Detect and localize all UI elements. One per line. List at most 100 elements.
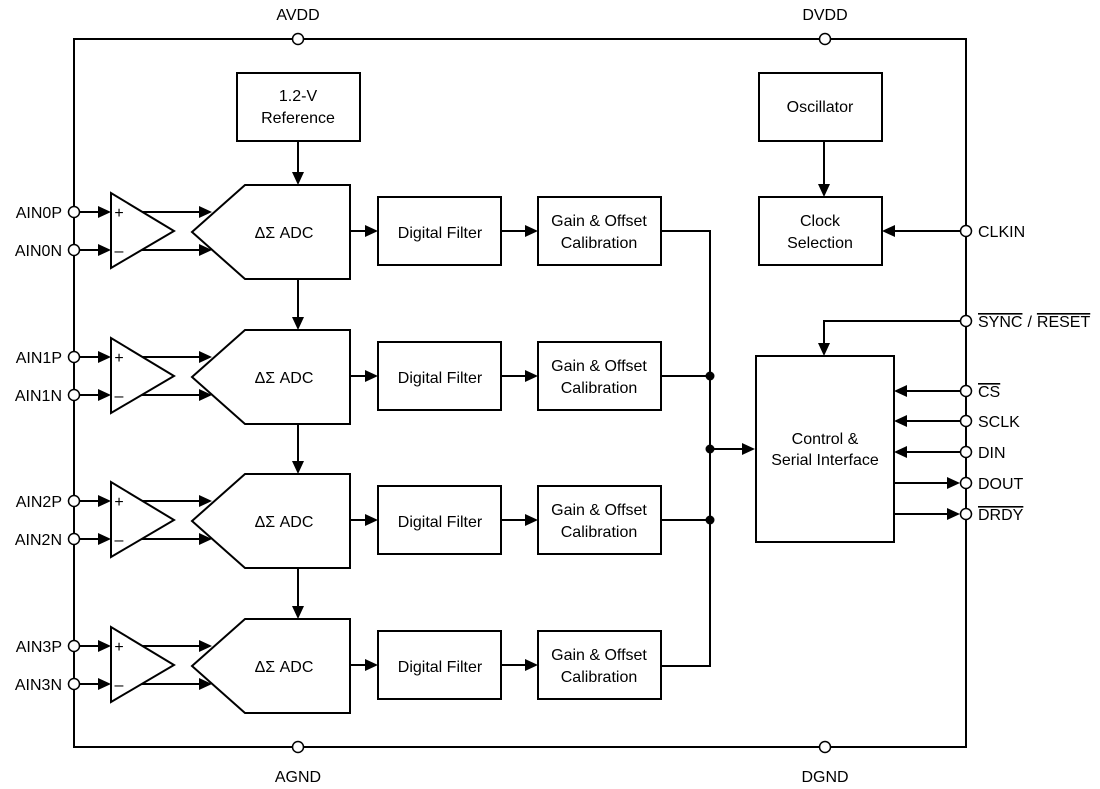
arrowhead [882, 225, 895, 237]
adc3-label: ΔΣ ADC [255, 659, 314, 676]
arrowhead [98, 640, 111, 652]
arrowhead [98, 533, 111, 545]
ain1n-label: AIN1N [15, 388, 62, 405]
arrowhead [199, 389, 212, 401]
channel-1: AIN1P AIN1N + – ΔΣ ADC Digital Filter Ga… [15, 329, 662, 425]
agnd-label: AGND [275, 769, 321, 786]
channel-2: AIN2P AIN2N + – ΔΣ ADC Digital Filter Ga… [15, 473, 662, 569]
cal3-line2: Calibration [561, 669, 637, 686]
adc1-label: ΔΣ ADC [255, 370, 314, 387]
ain2p-pin [67, 494, 81, 508]
calibration-0 [537, 196, 662, 266]
avdd-label: AVDD [276, 7, 319, 24]
control-serial-block [755, 355, 895, 543]
arrowhead [947, 508, 960, 520]
drdy-pin [959, 507, 973, 521]
filter0-label: Digital Filter [398, 225, 483, 242]
channel-0: AIN0P AIN0N + – ΔΣ ADC Digital Filter Ga… [15, 184, 662, 280]
reset-label: RESET [1037, 314, 1091, 331]
ain3n-pin [67, 677, 81, 691]
ain0n-label: AIN0N [15, 243, 62, 260]
dout-label: DOUT [978, 476, 1024, 493]
sclk-label: SCLK [978, 414, 1020, 431]
clock-selection-block [758, 196, 883, 266]
sync-reset-pin [959, 314, 973, 328]
arrowhead [525, 370, 538, 382]
calibration-2 [537, 485, 662, 555]
dout-pin [959, 476, 973, 490]
clock-line2: Selection [787, 235, 853, 252]
agnd-pin [291, 740, 305, 754]
arrowhead [365, 514, 378, 526]
cal0-line1: Gain & Offset [551, 213, 647, 230]
ain0n-pin [67, 243, 81, 257]
arrowhead [98, 244, 111, 256]
arrowhead [98, 351, 111, 363]
arrowhead [98, 678, 111, 690]
cal2-line1: Gain & Offset [551, 502, 647, 519]
arrowhead [292, 317, 304, 330]
sclk-pin [959, 414, 973, 428]
dvdd-pin [818, 32, 832, 46]
arrowhead [818, 343, 830, 356]
arrowhead [98, 389, 111, 401]
amp-plus-sign: + [114, 350, 123, 367]
clock-line1: Clock [800, 213, 841, 230]
sync-reset-wire [823, 320, 960, 343]
adc0-label: ΔΣ ADC [255, 225, 314, 242]
slash-label: / [1027, 314, 1032, 331]
arrowhead [292, 461, 304, 474]
ain2n-pin [67, 532, 81, 546]
avdd-pin [291, 32, 305, 46]
amp-plus-sign: + [114, 205, 123, 222]
arrowhead [525, 514, 538, 526]
filter2-label: Digital Filter [398, 514, 483, 531]
arrowhead [947, 477, 960, 489]
dgnd-pin [818, 740, 832, 754]
din-label: DIN [978, 445, 1006, 462]
arrowhead [525, 225, 538, 237]
calibration-1 [537, 341, 662, 411]
oscillator-block [758, 72, 883, 142]
adc2-label: ΔΣ ADC [255, 514, 314, 531]
cs-pin [959, 384, 973, 398]
digital-filter-2 [377, 485, 502, 555]
calibration-3 [537, 630, 662, 700]
arrowhead [894, 385, 907, 397]
arrowhead [98, 495, 111, 507]
ain1n-pin [67, 388, 81, 402]
adc-3 [190, 618, 351, 714]
arrowhead [365, 659, 378, 671]
arrowhead [199, 678, 212, 690]
drdy-label: DRDY [978, 507, 1024, 524]
ain3p-pin [67, 639, 81, 653]
arrowhead [818, 184, 830, 197]
cal3-line1: Gain & Offset [551, 647, 647, 664]
amp-minus-sign: – [115, 243, 124, 260]
arrowhead [292, 172, 304, 185]
ain1p-label: AIN1P [16, 350, 62, 367]
ain0p-label: AIN0P [16, 205, 62, 222]
arrowhead [199, 206, 212, 218]
arrowhead [199, 351, 212, 363]
ain2n-label: AIN2N [15, 532, 62, 549]
amp-minus-sign: – [115, 677, 124, 694]
amp-minus-sign: – [115, 388, 124, 405]
cs-label: CS [978, 384, 1000, 401]
dvdd-label: DVDD [802, 7, 847, 24]
arrowhead [894, 415, 907, 427]
reference-block [236, 72, 361, 142]
amp-plus-sign: + [114, 639, 123, 656]
digital-filter-3 [377, 630, 502, 700]
clkin-label: CLKIN [978, 224, 1025, 241]
arrowhead [98, 206, 111, 218]
arrowhead [199, 640, 212, 652]
amp-plus-sign: + [114, 494, 123, 511]
ain3p-label: AIN3P [16, 639, 62, 656]
arrowhead [525, 659, 538, 671]
sync-label: SYNC [978, 314, 1022, 331]
cal0-line2: Calibration [561, 235, 637, 252]
arrowhead [199, 244, 212, 256]
filter1-label: Digital Filter [398, 370, 483, 387]
